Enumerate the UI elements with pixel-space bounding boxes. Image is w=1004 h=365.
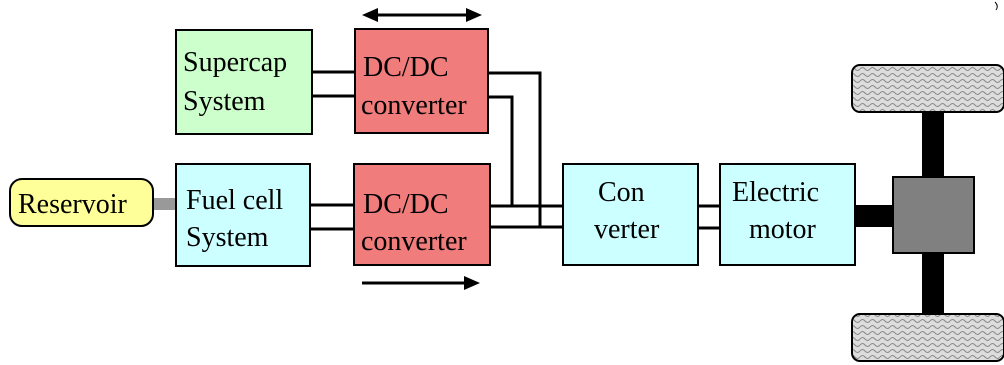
wheel-bottom xyxy=(851,313,1004,362)
fuelcell-dcdc-wires xyxy=(310,203,354,231)
converter-label-line2: verter xyxy=(594,214,660,245)
motor-shaft xyxy=(855,205,893,227)
converter-motor-wires xyxy=(698,204,720,230)
supercap-dcdc-wires xyxy=(312,70,355,98)
fuelcell-system-block: Fuel cell System xyxy=(175,163,311,267)
reservoir-block: Reservoir xyxy=(9,178,154,227)
reservoir-pipe xyxy=(152,198,176,210)
fuelcell-label-line2: System xyxy=(186,222,269,253)
electric-motor-block: Electric motor xyxy=(719,163,856,266)
drivetrain xyxy=(851,64,1004,362)
motor-label-line1: Electric xyxy=(732,177,819,208)
dcdc-top-label-line2: converter xyxy=(361,90,467,121)
reservoir-label: Reservoir xyxy=(18,189,128,220)
supercap-label-line1: Supercap xyxy=(183,47,287,78)
supercap-label-line2: System xyxy=(183,86,266,117)
supercap-system-block: Supercap System xyxy=(175,29,313,135)
converter-block: Con verter xyxy=(562,163,699,266)
dcdc-bottom-to-converter-wires xyxy=(490,204,563,229)
dcdc-top-to-converter-wires xyxy=(488,71,563,229)
wheel-top xyxy=(851,64,1004,113)
motor-label-line2: motor xyxy=(749,214,817,245)
unidirectional-power-arrow xyxy=(362,276,480,290)
dcdc-converter-bottom: DC/DC converter xyxy=(353,163,491,266)
dcdc-converter-top: DC/DC converter xyxy=(354,28,489,134)
converter-label-line1: Con xyxy=(598,177,645,208)
dcdc-bottom-label-line2: converter xyxy=(361,226,467,257)
bidirectional-power-arrow xyxy=(362,8,482,22)
dcdc-bottom-label-line1: DC/DC xyxy=(363,189,449,220)
corner-mark xyxy=(994,1,998,11)
dcdc-top-label-line1: DC/DC xyxy=(363,52,449,83)
differential-hub xyxy=(892,176,975,254)
fuelcell-label-line1: Fuel cell xyxy=(186,185,283,216)
